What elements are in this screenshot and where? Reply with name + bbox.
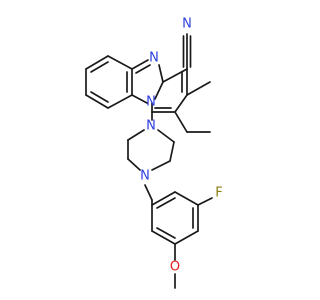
oxygen-label: O <box>170 260 180 275</box>
ethyl-group <box>174 111 211 133</box>
piperazine-n1-label: N <box>146 119 156 134</box>
methyl-bond <box>186 81 211 96</box>
fluorine-label: F <box>215 186 222 201</box>
nitrile-n-label: N <box>182 17 192 32</box>
molecule-canvas: N N N N N F O <box>85 17 223 289</box>
benzyl-linker <box>144 184 153 206</box>
structure-drawing: N N N N N F O <box>85 17 223 289</box>
aryl-ring <box>151 191 199 245</box>
bridgehead-n-label: N <box>146 95 156 110</box>
piperazine-ring <box>127 129 175 171</box>
imidazole-ring <box>131 59 164 104</box>
nitrile-group <box>182 33 192 70</box>
pyridine-ring <box>151 68 188 113</box>
benzo-ring <box>85 55 133 109</box>
imidazole-n-label: N <box>149 51 159 66</box>
piperazine-n4-label: N <box>140 169 150 184</box>
fluoro-bond <box>197 197 213 206</box>
